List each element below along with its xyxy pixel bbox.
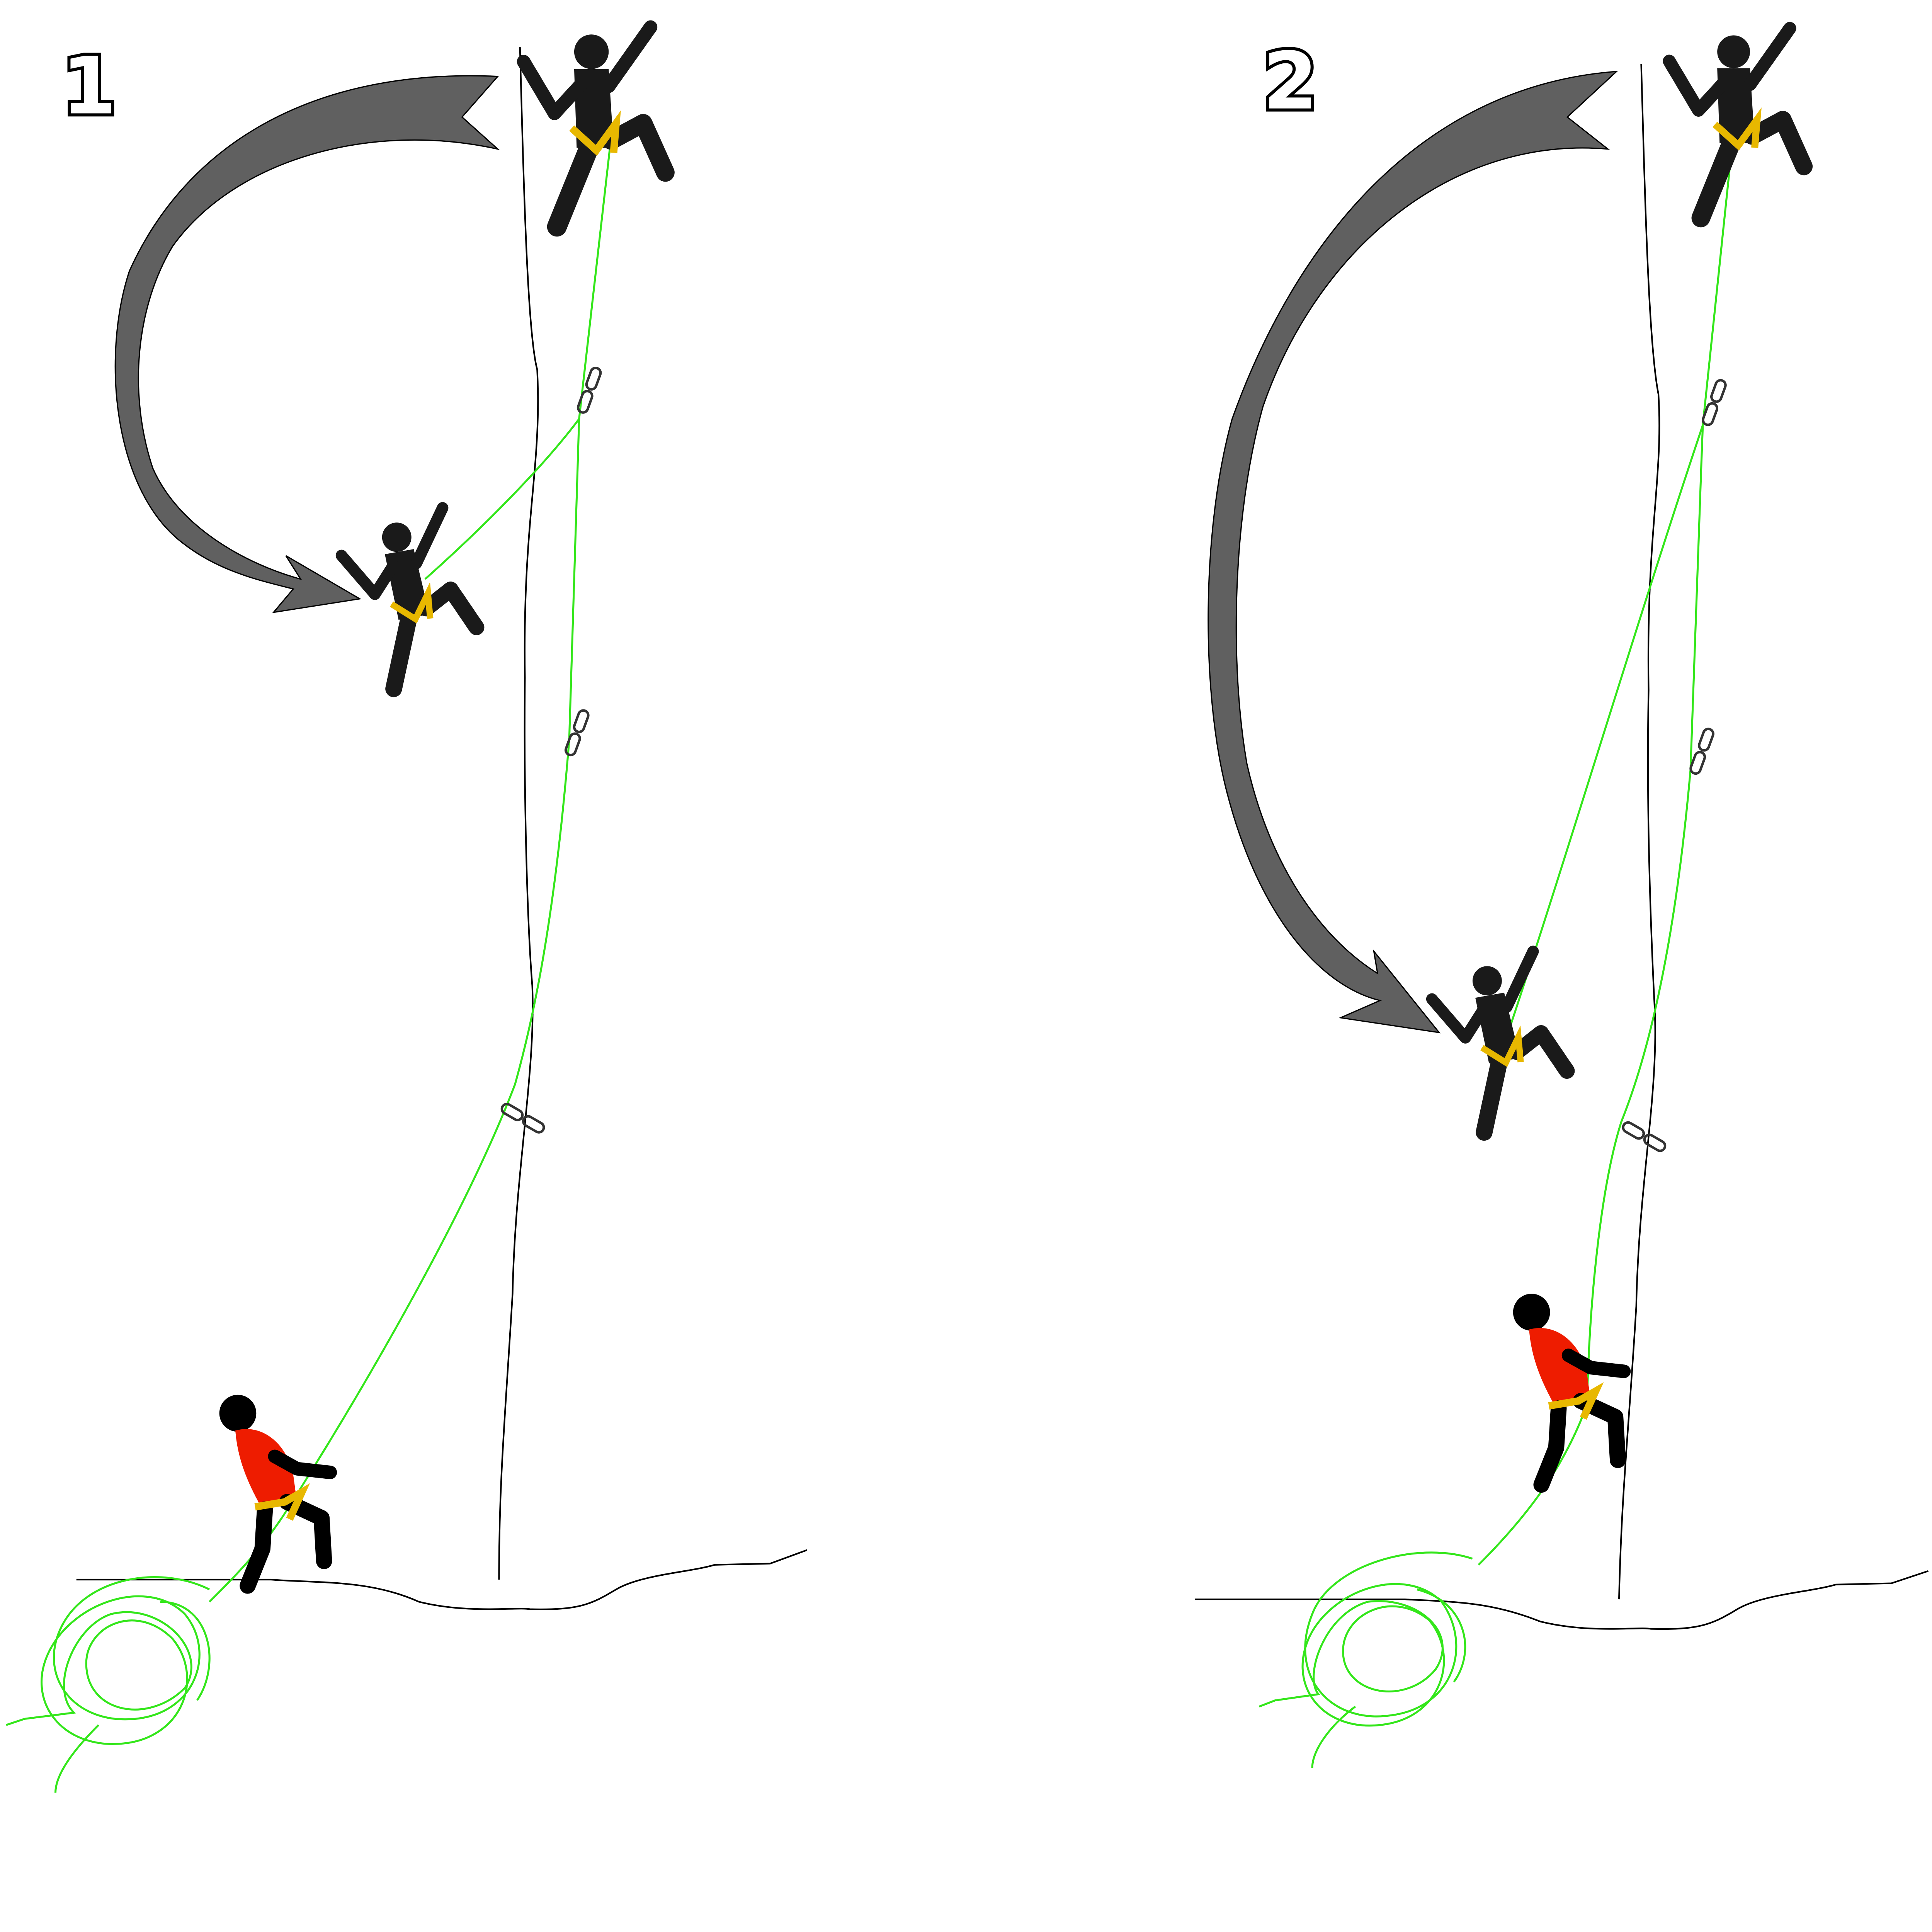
rock-wall — [1618, 64, 1660, 1600]
lead-rope — [1478, 154, 1732, 1566]
swing-arrow — [1208, 71, 1619, 1034]
falling-rope — [1508, 425, 1704, 1029]
belayer — [1513, 1294, 1624, 1485]
panel-2: 2 — [1195, 28, 1929, 1768]
climber-before-fall — [1669, 28, 1804, 218]
ground-line — [76, 1549, 808, 1610]
climbing-fall-diagram: 1 2 — [6, 0, 1929, 1793]
rope-pile — [1259, 1551, 1473, 1768]
climber-before-fall — [524, 27, 665, 227]
quickdraw-lower — [1621, 1121, 1667, 1153]
quickdraw-middle — [1689, 728, 1714, 775]
swing-arrow — [114, 75, 500, 614]
lead-rope — [209, 148, 611, 1603]
panel-1-label: 1 — [61, 41, 116, 132]
climber-after-fall — [1427, 949, 1575, 1138]
rope-pile — [6, 1576, 211, 1793]
climber-after-fall — [337, 506, 485, 694]
panel-2-label: 2 — [1263, 36, 1318, 128]
falling-rope — [424, 418, 580, 580]
diagram-canvas: 1 2 — [6, 0, 1929, 1793]
ground-line — [1195, 1570, 1929, 1630]
belayer — [219, 1395, 330, 1586]
panel-1: 1 — [6, 27, 808, 1793]
rock-wall — [498, 47, 539, 1580]
